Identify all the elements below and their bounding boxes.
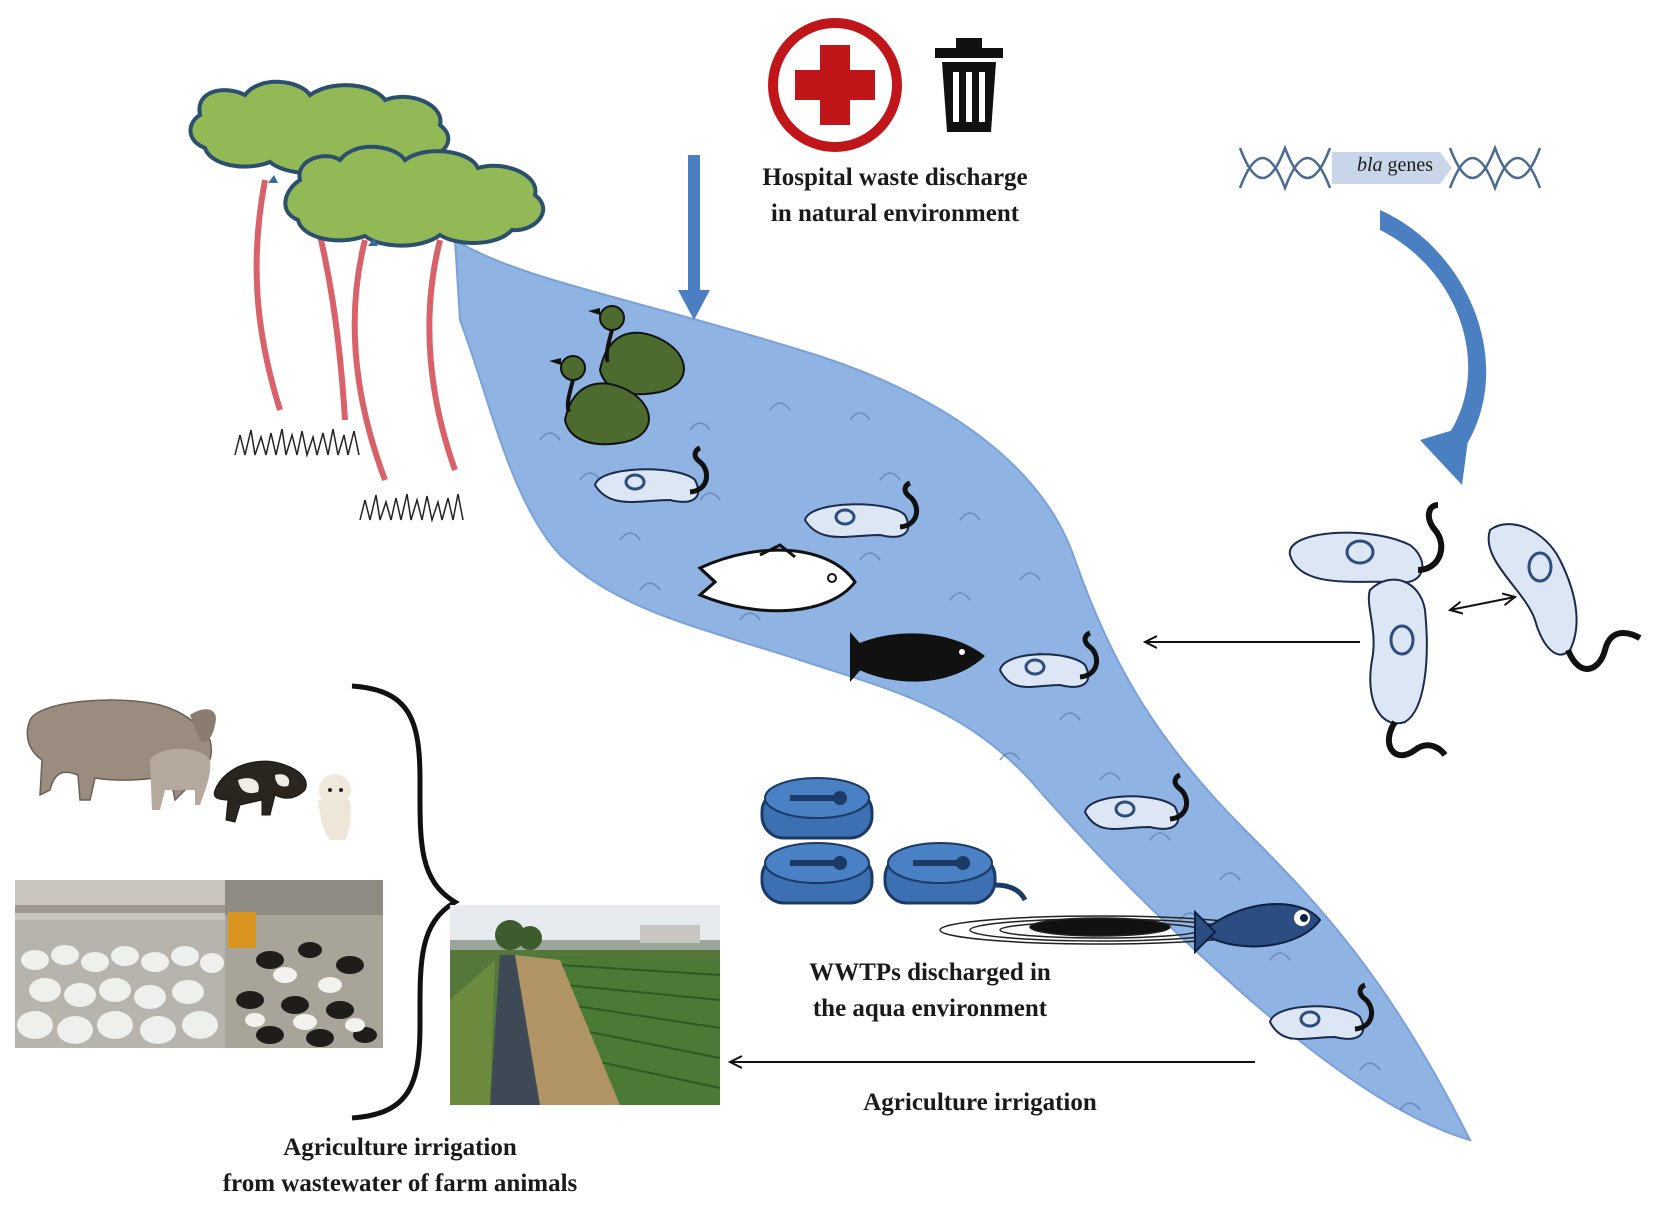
gene-transfer-curve-arrow xyxy=(1380,210,1487,485)
bla-genes-label: bla genes xyxy=(1340,154,1450,177)
dog-image xyxy=(318,774,351,840)
bacteria-icon xyxy=(1268,982,1375,1040)
farm-brace xyxy=(351,683,460,1121)
duck-icon xyxy=(588,305,685,396)
calf-image xyxy=(150,748,211,810)
agriculture-irrigation-label: Agriculture irrigation xyxy=(820,1085,1140,1121)
bacteria-icon xyxy=(803,480,920,538)
agriculture-irrigation-text: Agriculture irrigation xyxy=(863,1089,1097,1116)
tree-front xyxy=(283,144,546,482)
fish-icon xyxy=(850,632,985,682)
bacteria-icon xyxy=(1288,502,1445,584)
wwtp-tanks xyxy=(760,777,1028,905)
wwtp-tank xyxy=(883,842,997,905)
genes-text: genes xyxy=(1382,154,1434,176)
wwtp-label-line2: the aqua environment xyxy=(812,995,1048,1022)
livestock-farm-photo xyxy=(225,880,383,1048)
hospital-discharge-arrow xyxy=(678,155,710,320)
bacteria-icon xyxy=(593,445,710,503)
farm-label-line2: from wastewater of farm animals xyxy=(222,1170,578,1197)
bla-gene-block xyxy=(1332,152,1452,184)
fish-icon xyxy=(697,543,857,613)
bacteria-icon xyxy=(1487,523,1642,672)
bla-italic-text: bla xyxy=(1356,154,1383,176)
wwtp-label-line1: WWTPs discharged in xyxy=(809,959,1051,986)
duck-farm-photo xyxy=(15,880,225,1048)
bacteria-icon xyxy=(1367,578,1448,759)
trash-can-icon xyxy=(935,38,1003,132)
wwtp-tank xyxy=(760,842,874,905)
irrigation-field-photo xyxy=(450,905,721,1105)
fish-icon xyxy=(1194,903,1322,955)
tree-back xyxy=(188,79,451,421)
goat-image xyxy=(213,760,307,823)
hospital-waste-label: Hospital waste discharge in natural envi… xyxy=(705,160,1085,232)
bacteria-icon xyxy=(998,630,1100,688)
bacteria-icon xyxy=(1083,772,1190,830)
exchange-arrow xyxy=(1450,597,1515,610)
hospital-label-line1: Hospital waste discharge xyxy=(762,164,1028,191)
wwtp-tank xyxy=(760,777,874,840)
grass-tufts xyxy=(234,428,464,523)
duck-icon xyxy=(549,355,650,446)
farm-wastewater-label: Agriculture irrigation from wastewater o… xyxy=(150,1130,650,1202)
farm-label-line1: Agriculture irrigation xyxy=(283,1134,517,1161)
dna-icon xyxy=(1238,144,1542,192)
river-body xyxy=(453,238,1472,1142)
wwtp-label: WWTPs discharged in the aqua environment xyxy=(760,955,1100,1027)
hospital-label-line2: in natural environment xyxy=(770,200,1020,227)
hospital-cross-icon xyxy=(768,18,902,152)
